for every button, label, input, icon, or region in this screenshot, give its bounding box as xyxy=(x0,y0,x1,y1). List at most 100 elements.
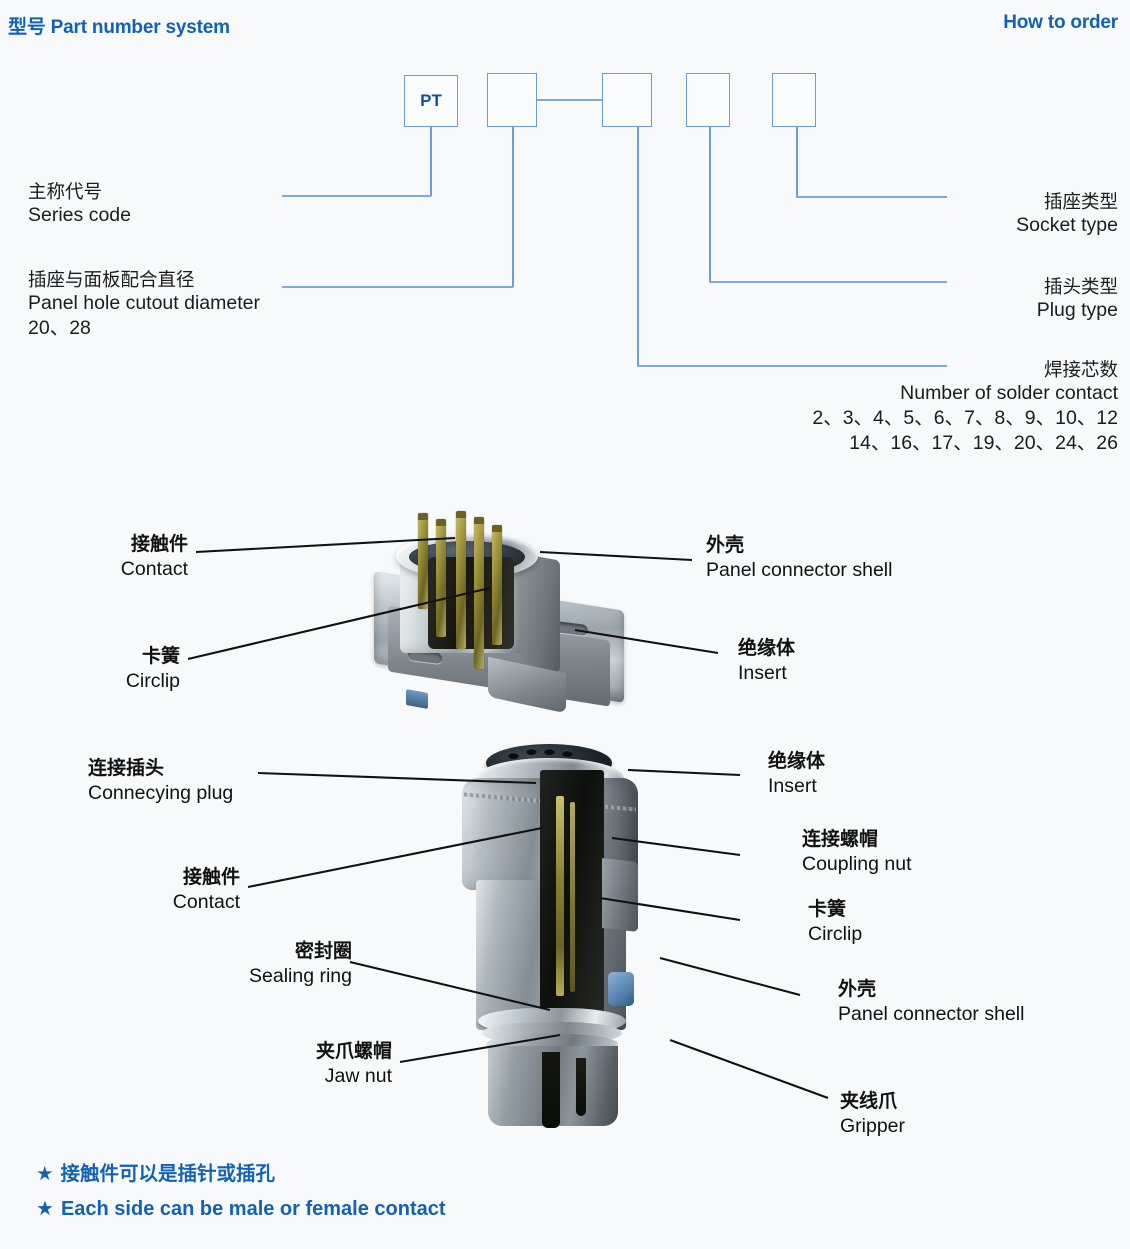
solder-contact-values-line-1: 2、3、4、5、6、7、8、9、10、12 xyxy=(812,406,1118,429)
label-solder-contact-en: Number of solder contact xyxy=(900,382,1118,405)
callout-contact-plug: 接触件 Contact xyxy=(0,866,240,914)
callout-circlip-plug-cn: 卡簧 xyxy=(808,899,847,920)
callout-insert-receptacle: 绝缘体 Insert xyxy=(738,637,795,685)
part-number-box-3[interactable] xyxy=(602,73,652,127)
callout-coupling-nut-cn: 连接螺帽 xyxy=(802,829,879,850)
callout-panel-shell-plug-en: Panel connector shell xyxy=(838,1002,1025,1025)
callout-coupling-nut: 连接螺帽 Coupling nut xyxy=(802,828,912,876)
callout-contact-receptacle-cn: 接触件 xyxy=(130,534,188,555)
page-title: 型号 Part number system xyxy=(8,17,230,38)
receptacle-connector-photo xyxy=(368,505,634,717)
label-series-code-cn: 主称代号 xyxy=(28,181,103,202)
callout-insert-plug-en: Insert xyxy=(768,774,817,797)
gripper-slot xyxy=(576,1058,586,1116)
callout-circlip-receptacle: 卡簧 Circlip xyxy=(0,645,180,693)
callout-circlip-plug: 卡簧 Circlip xyxy=(808,898,862,946)
leader-h-plug-type xyxy=(709,281,947,283)
label-panel-hole-cn: 插座与面板配合直径 xyxy=(28,269,195,290)
part-number-box-1[interactable]: PT xyxy=(404,75,458,127)
leader-v-series-code xyxy=(430,127,432,196)
callout-contact-receptacle: 接触件 Contact xyxy=(0,533,188,581)
label-plug-type-en: Plug type xyxy=(1036,299,1118,322)
leader-v-panel-hole xyxy=(512,127,514,287)
callout-panel-shell-plug: 外壳 Panel connector shell xyxy=(838,978,1024,1026)
part-number-box-5[interactable] xyxy=(772,73,816,127)
leader-h-socket-type xyxy=(796,196,947,198)
label-series-code: 主称代号 Series code xyxy=(28,180,131,228)
section-title-how-to-order: How to order xyxy=(1003,12,1118,33)
contact-pin xyxy=(456,511,466,649)
star-icon: ★ xyxy=(36,1198,54,1220)
callout-sealing-ring-en: Sealing ring xyxy=(249,964,352,987)
gripper-slot xyxy=(542,1052,560,1128)
label-panel-hole-en: Panel hole cutout diameter xyxy=(28,292,260,315)
callout-insert-plug: 绝缘体 Insert xyxy=(768,750,825,798)
leader-v-socket-type xyxy=(796,127,798,197)
callout-contact-plug-en: Contact xyxy=(172,890,240,913)
flange-tab xyxy=(406,689,428,709)
receptacle-shell-side xyxy=(520,553,560,673)
leader-v-plug-type xyxy=(709,127,711,282)
footnote-cn-text: 接触件可以是插针或插孔 xyxy=(60,1163,275,1185)
callout-insert-receptacle-cn: 绝缘体 xyxy=(738,638,796,659)
callout-contact-plug-cn: 接触件 xyxy=(182,867,240,888)
label-socket-type-en: Socket type xyxy=(1016,214,1118,237)
footnote-cn: ★ 接触件可以是插针或插孔 xyxy=(36,1157,275,1186)
callout-gripper-cn: 夹线爪 xyxy=(840,1091,898,1112)
leader-h-series-code xyxy=(282,195,431,197)
callout-panel-shell-receptacle-cn: 外壳 xyxy=(706,535,745,556)
callout-panel-shell-receptacle: 外壳 Panel connector shell xyxy=(706,534,892,582)
contact-pin xyxy=(418,513,428,609)
callout-insert-plug-cn: 绝缘体 xyxy=(768,751,826,772)
contact-pin xyxy=(436,519,446,637)
callout-connecting-plug-en: Connecying plug xyxy=(88,781,234,804)
part-number-box-4[interactable] xyxy=(686,73,730,127)
callout-panel-shell-receptacle-en: Panel connector shell xyxy=(706,558,893,581)
socket-hole xyxy=(508,752,519,759)
contact-row xyxy=(556,796,564,996)
callout-circlip-plug-en: Circlip xyxy=(808,922,863,945)
callout-connecting-plug: 连接插头 Connecying plug xyxy=(88,757,233,805)
label-plug-type-cn: 插头类型 xyxy=(1043,276,1118,297)
callout-gripper-en: Gripper xyxy=(840,1114,906,1137)
shell-detail xyxy=(608,972,634,1006)
star-icon: ★ xyxy=(36,1163,54,1185)
footnote-en: ★ Each side can be male or female contact xyxy=(36,1196,446,1221)
contact-pin xyxy=(492,525,502,645)
label-panel-hole-diameter: 插座与面板配合直径 Panel hole cutout diameter 20、… xyxy=(28,268,260,340)
callout-circlip-receptacle-cn: 卡簧 xyxy=(141,646,180,667)
footnote-en-text: Each side can be male or female contact xyxy=(60,1198,446,1220)
label-socket-type: 插座类型 Socket type xyxy=(1016,190,1118,238)
label-socket-type-cn: 插座类型 xyxy=(1043,191,1118,212)
callout-sealing-ring: 密封圈 Sealing ring xyxy=(0,940,352,988)
callout-jaw-nut-cn: 夹爪螺帽 xyxy=(315,1041,392,1062)
callout-gripper: 夹线爪 Gripper xyxy=(840,1090,905,1138)
callout-connecting-plug-cn: 连接插头 xyxy=(88,758,165,779)
socket-hole xyxy=(526,748,537,755)
callout-jaw-nut-en: Jaw nut xyxy=(324,1064,392,1087)
shell-side-tab xyxy=(602,858,638,932)
callout-panel-shell-plug-cn: 外壳 xyxy=(838,979,877,1000)
callout-contact-receptacle-en: Contact xyxy=(120,557,188,580)
callout-jaw-nut: 夹爪螺帽 Jaw nut xyxy=(0,1040,392,1088)
box-link-dash xyxy=(537,99,602,101)
leader-h-solder-contact xyxy=(637,365,947,367)
label-solder-contact: 焊接芯数 Number of solder contact 2、3、4、5、6、… xyxy=(812,358,1118,457)
socket-hole xyxy=(562,750,573,757)
label-panel-hole-values: 20、28 xyxy=(28,316,91,339)
label-plug-type: 插头类型 Plug type xyxy=(1037,275,1118,323)
leader-v-solder-contact xyxy=(637,127,639,366)
contact-row xyxy=(570,802,575,992)
solder-contact-values-line-2: 14、16、17、19、20、24、26 xyxy=(849,432,1118,455)
callout-circlip-receptacle-en: Circlip xyxy=(125,669,180,692)
plug-connector-photo xyxy=(424,740,694,1140)
label-solder-contact-cn: 焊接芯数 xyxy=(1043,359,1118,380)
socket-hole xyxy=(544,748,555,755)
label-series-code-en: Series code xyxy=(28,204,131,227)
callout-sealing-ring-cn: 密封圈 xyxy=(294,941,352,962)
part-number-box-2[interactable] xyxy=(487,73,537,127)
callout-insert-receptacle-en: Insert xyxy=(738,661,787,684)
leader-h-panel-hole xyxy=(282,286,513,288)
contact-pin xyxy=(474,517,484,669)
